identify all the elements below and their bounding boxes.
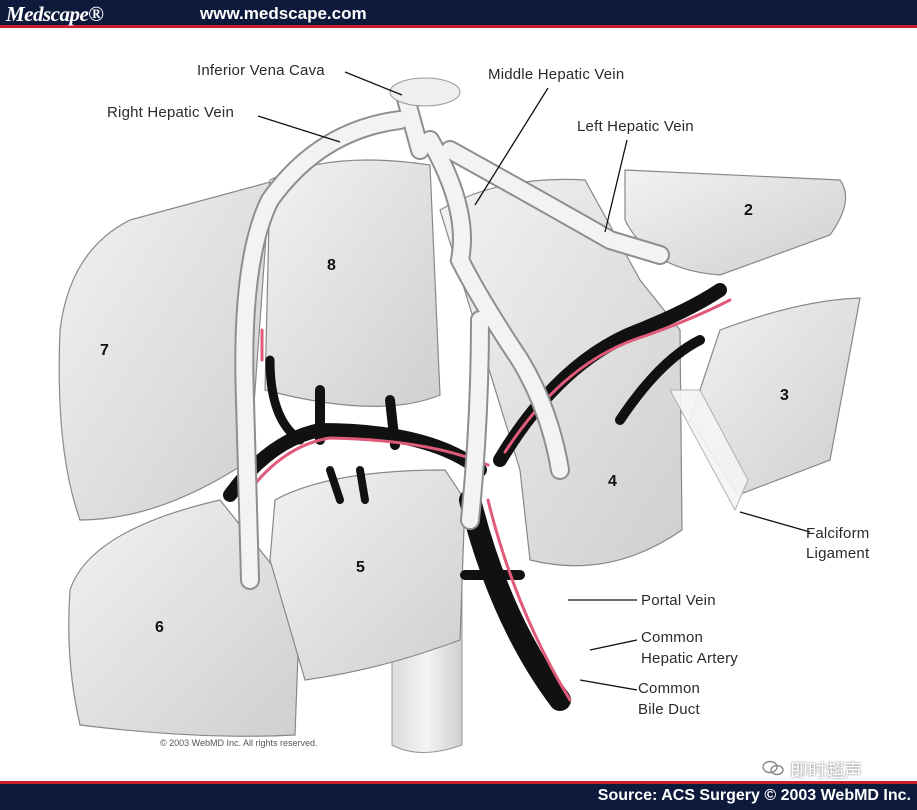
header-bar: Medscape® www.medscape.com: [0, 0, 917, 28]
label-falciform-2: Ligament: [806, 545, 870, 562]
label-cha-1: Common: [641, 629, 704, 646]
segment-7-label: 7: [100, 342, 109, 359]
wechat-icon: [762, 760, 784, 776]
ivc-top: [389, 77, 461, 107]
footer-bar: Source: ACS Surgery © 2003 WebMD Inc.: [0, 781, 917, 810]
segment-2-label: 2: [744, 202, 753, 219]
segment-6-label: 6: [155, 619, 164, 636]
source-credit: Source: ACS Surgery © 2003 WebMD Inc.: [597, 787, 911, 804]
segment-7: [58, 181, 271, 521]
brand-logo: Medscape®: [6, 2, 104, 26]
label-ivc: Inferior Vena Cava: [197, 62, 325, 79]
segment-4-label: 4: [608, 473, 617, 490]
segment-3-label: 3: [780, 387, 789, 404]
label-falciform-1: Falciform: [806, 525, 870, 542]
segment-6: [68, 499, 301, 737]
label-cbd-1: Common: [638, 680, 701, 697]
label-portal-vein: Portal Vein: [641, 592, 716, 609]
label-right-hepatic-vein: Right Hepatic Vein: [107, 104, 235, 121]
segment-5: [269, 469, 466, 681]
watermark-text: 即时超声: [790, 761, 862, 781]
segment-3: [689, 297, 861, 496]
header-url: www.medscape.com: [200, 4, 367, 23]
segment-8: [264, 159, 441, 407]
label-left-hepatic-vein: Left Hepatic Vein: [577, 118, 694, 135]
falciform-ligament: [669, 389, 749, 512]
leader-lines: [257, 71, 811, 691]
segment-5-label: 5: [356, 559, 365, 576]
label-middle-hepatic-vein: Middle Hepatic Vein: [488, 66, 625, 83]
copyright-note: © 2003 WebMD Inc. All rights reserved.: [160, 738, 318, 748]
label-cbd-2: Bile Duct: [638, 701, 700, 718]
segment-8-label: 8: [327, 257, 336, 274]
label-cha-2: Hepatic Artery: [641, 650, 739, 667]
